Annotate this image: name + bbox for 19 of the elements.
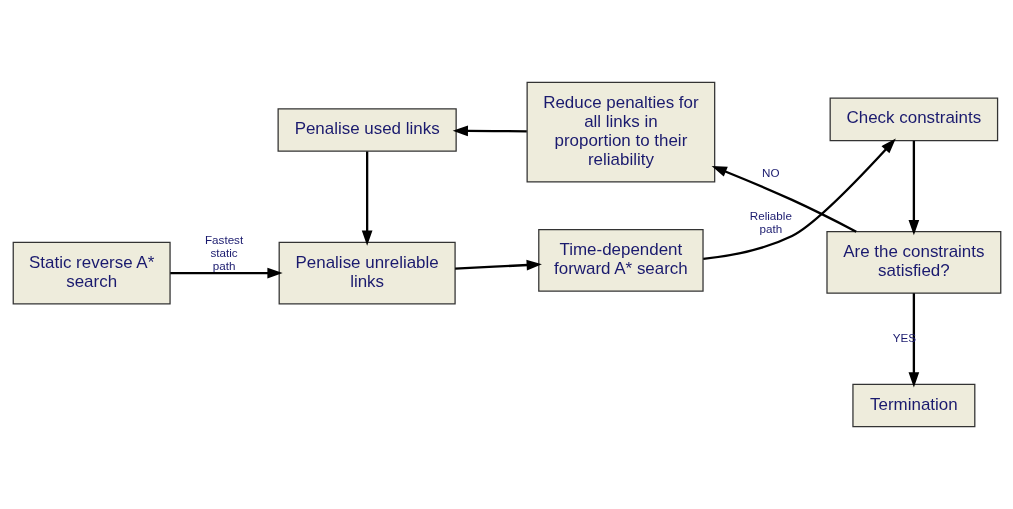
node-box: Static reverse A* search bbox=[12, 241, 171, 305]
edge-label: NO bbox=[761, 166, 780, 180]
edge-label: Fastest static path bbox=[204, 233, 243, 272]
node-box: Reduce penalties for all links in proportion to their reliability bbox=[526, 81, 715, 183]
arrow bbox=[169, 267, 283, 279]
node-box: Termination bbox=[851, 383, 975, 428]
edge-label: Reliable path bbox=[749, 208, 792, 235]
arrow bbox=[452, 125, 527, 137]
arrow bbox=[361, 151, 372, 246]
node-box: Penalise used links bbox=[277, 108, 457, 152]
node-box: Time-dependent forward A* search bbox=[537, 228, 704, 292]
arrow bbox=[908, 140, 919, 236]
node-box: Are the constraints satisfied? bbox=[825, 231, 1001, 294]
arrow bbox=[908, 293, 919, 388]
arrow bbox=[454, 259, 542, 271]
node-box: Check constraints bbox=[829, 97, 998, 142]
node-box: Penalise unreliable links bbox=[278, 241, 456, 305]
arrow bbox=[711, 165, 857, 233]
arrow bbox=[702, 138, 896, 261]
